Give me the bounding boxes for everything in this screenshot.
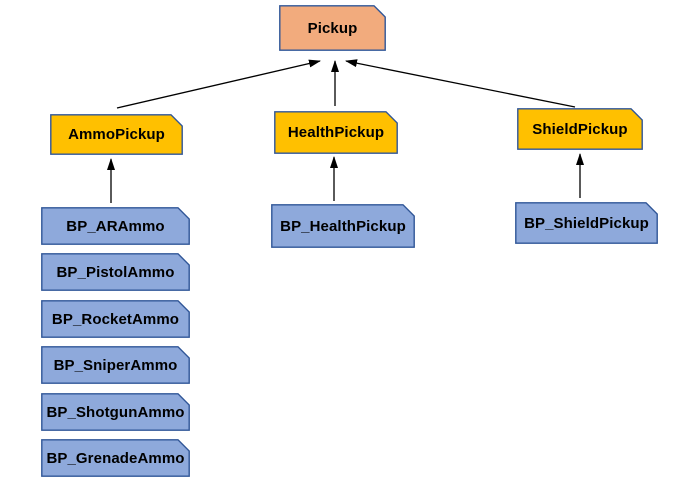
node-label: ShieldPickup (532, 120, 628, 138)
node-ammo-pickup: AmmoPickup (50, 114, 183, 155)
node-label: BP_ShieldPickup (524, 214, 649, 232)
node-bp-ar-ammo: BP_ARAmmo (41, 207, 190, 245)
node-pickup: Pickup (279, 5, 386, 51)
node-label: BP_HealthPickup (280, 217, 406, 235)
folded-corner-shape (41, 393, 190, 431)
node-shield-pickup: ShieldPickup (517, 108, 643, 150)
node-bp-shield-pickup: BP_ShieldPickup (515, 202, 658, 244)
node-bp-grenade-ammo: BP_GrenadeAmmo (41, 439, 190, 477)
node-health-pickup: HealthPickup (274, 111, 398, 154)
node-label: BP_RocketAmmo (51, 310, 180, 328)
folded-corner-shape (41, 253, 190, 291)
node-label: BP_GrenadeAmmo (46, 449, 185, 467)
node-label: Pickup (307, 19, 358, 37)
edge-shieldpickup-to-pickup (345, 59, 576, 108)
node-label: BP_SniperAmmo (53, 356, 178, 374)
node-label: AmmoPickup (68, 126, 165, 143)
edge-ammopickup-to-pickup (116, 59, 321, 109)
node-label: HealthPickup (287, 124, 385, 141)
folded-corner-shape (41, 439, 190, 477)
folded-corner-shape (271, 204, 415, 248)
folded-corner-shape (41, 207, 190, 245)
node-label: BP_ARAmmo (66, 217, 165, 235)
folded-corner-shape (517, 108, 643, 150)
folded-corner-shape (50, 114, 183, 155)
folded-corner-shape (279, 5, 386, 51)
node-bp-health-pickup: BP_HealthPickup (271, 204, 415, 248)
node-bp-shotgun-ammo: BP_ShotgunAmmo (41, 393, 190, 431)
node-label: BP_PistolAmmo (56, 263, 175, 281)
node-bp-rocket-ammo: BP_RocketAmmo (41, 300, 190, 338)
folded-corner-shape (41, 346, 190, 384)
folded-corner-shape (515, 202, 658, 244)
folded-corner-shape (274, 111, 398, 154)
node-bp-pistol-ammo: BP_PistolAmmo (41, 253, 190, 291)
folded-corner-shape (41, 300, 190, 338)
node-label: BP_ShotgunAmmo (46, 403, 185, 421)
node-bp-sniper-ammo: BP_SniperAmmo (41, 346, 190, 384)
